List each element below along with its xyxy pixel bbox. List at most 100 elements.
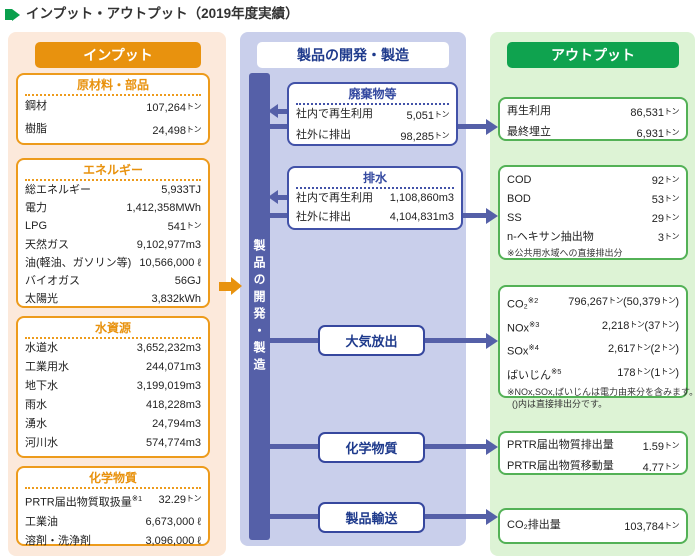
row-value: 5,051トン xyxy=(406,110,449,122)
row-label: 電力 xyxy=(25,202,47,214)
chemical-flowbox: 化学物質 xyxy=(318,432,425,463)
row-value: 3,832kWh xyxy=(151,293,201,305)
row-value: 178トン(1トン) xyxy=(617,366,679,379)
row-value: 2,218トン(37トン) xyxy=(601,319,679,332)
drain-return-arrowhead-icon xyxy=(268,190,278,204)
row-value: 2,617トン(2トン) xyxy=(608,343,679,356)
row-value: 92トン xyxy=(651,175,680,187)
data-row: PRTR届出物質移動量 4.77トン xyxy=(507,457,680,478)
co2-rows: CO₂排出量 103,784トン xyxy=(507,516,680,537)
row-label: 工業油 xyxy=(25,515,58,528)
water-resources-title: 水資源 xyxy=(25,320,201,339)
row-value: 56GJ xyxy=(174,275,201,287)
row-value: 574,774m3 xyxy=(145,437,201,449)
row-value: 103,784トン xyxy=(624,520,679,533)
row-label: 地下水 xyxy=(25,380,58,392)
data-row: CO₂排出量 103,784トン xyxy=(507,516,680,537)
row-label: 天然ガス xyxy=(25,239,69,251)
row-label: 溶剤・洗浄剤 xyxy=(25,534,91,547)
row-label: 水道水 xyxy=(25,342,58,354)
row-label: BOD xyxy=(507,193,531,205)
data-row: 油(軽油、ガソリン等)10,566,000 ℓ xyxy=(25,254,201,272)
row-value: 107,264トン xyxy=(146,102,201,114)
row-value: 32.29トン xyxy=(158,494,201,506)
data-row: 天然ガス 9,102,977m3 xyxy=(25,236,201,254)
row-label: n-ヘキサン抽出物 xyxy=(507,231,594,243)
row-value: 418,228m3 xyxy=(145,399,201,411)
row-label: 社外に排出 xyxy=(296,129,351,141)
row-label: 社内で再生利用 xyxy=(296,192,373,204)
row-label: 再生利用 xyxy=(507,105,551,117)
energy-title: エネルギー xyxy=(25,162,201,181)
row-value: 796,267トン(50,379トン) xyxy=(568,296,679,308)
row-value: 541トン xyxy=(167,221,202,233)
chemicals-input-title: 化学物質 xyxy=(25,470,201,489)
row-value: 4.77トン xyxy=(642,462,680,474)
row-label: 樹脂 xyxy=(25,123,47,135)
row-value: 244,071m3 xyxy=(145,361,201,373)
co2-output-box: CO₂排出量 103,784トン xyxy=(498,508,688,544)
air-output-note-2: ()内は直接排出分です。 xyxy=(512,398,608,409)
page-title: インプット・アウトプット（2019年度実績） xyxy=(26,6,299,21)
row-value: 1,108,860m3 xyxy=(389,192,454,204)
row-value: 9,102,977m3 xyxy=(136,239,201,251)
row-label: CO₂排出量 xyxy=(507,518,561,531)
data-row: 社外に排出 4,104,831m3 xyxy=(296,208,454,227)
drain-rows: 社内で再生利用 1,108,860m3 社外に排出 4,104,831m3 xyxy=(296,189,454,227)
row-value: 98,285トン xyxy=(400,131,449,143)
data-row: 水道水 3,652,232m3 xyxy=(25,339,201,358)
row-label: SS xyxy=(507,212,522,224)
row-label: 太陽光 xyxy=(25,293,58,305)
air-output-note-1: ※NOx,SOx,ばいじんは電力由来分を含みます。 xyxy=(507,386,699,397)
title-bullet-arrow-icon xyxy=(12,8,20,21)
waste-return-arrowhead-icon xyxy=(268,104,278,118)
data-row: SOx※4 2,617トン(2トン) xyxy=(507,338,679,362)
row-value: 6,931トン xyxy=(636,128,679,140)
row-value: 5,933TJ xyxy=(161,184,201,196)
row-value: 6,673,000 ℓ xyxy=(145,515,201,528)
transport-output-arrowhead-icon xyxy=(486,509,498,525)
row-label: NOx※3 xyxy=(507,319,540,335)
waste-return-line xyxy=(276,109,290,114)
row-value: 3,652,232m3 xyxy=(136,342,201,354)
row-label: 雨水 xyxy=(25,399,47,411)
data-row: 社外に排出 98,285トン xyxy=(296,126,450,147)
data-row: 太陽光 3,832kWh xyxy=(25,290,201,308)
row-value: 24,794m3 xyxy=(152,418,201,430)
row-value: 4,104,831m3 xyxy=(389,211,454,223)
row-label: 河川水 xyxy=(25,437,58,449)
input-to-process-arrow xyxy=(219,282,232,291)
waste-title: 廃棄物等 xyxy=(296,86,449,105)
process-vertical-bar-label: 製品の開発・製造 xyxy=(252,238,266,375)
air-output-arrowhead-icon xyxy=(486,333,498,349)
row-label: PRTR届出物質移動量 xyxy=(507,460,614,472)
row-label: 社外に排出 xyxy=(296,211,351,223)
row-value: 3,096,000 ℓ xyxy=(145,534,201,547)
data-row: COD 92トン xyxy=(507,171,680,190)
row-label: SOx※4 xyxy=(507,343,539,358)
row-label: COD xyxy=(507,174,532,186)
